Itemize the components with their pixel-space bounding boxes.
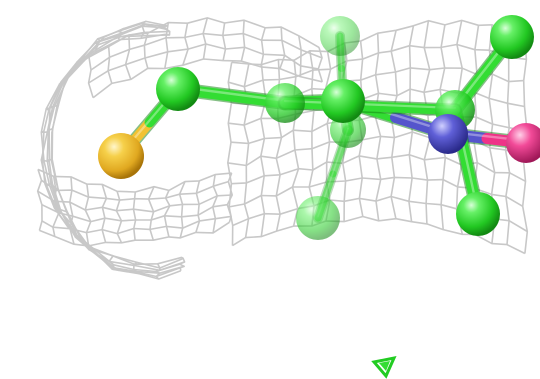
carbon-atom: [320, 16, 360, 56]
mesh-line: [40, 127, 54, 134]
mesh-line: [124, 34, 132, 80]
nitrogen-atom: [428, 114, 468, 154]
mesh-line: [243, 63, 250, 238]
mesh-line: [67, 225, 81, 239]
carbon-atom: [456, 192, 500, 236]
mesh-line: [40, 158, 53, 163]
mesh-line: [240, 20, 246, 62]
mesh-line: [52, 176, 60, 237]
mesh-line: [36, 169, 43, 231]
mesh-line: [133, 261, 140, 275]
mesh-line: [87, 57, 94, 98]
mesh-line: [132, 191, 137, 241]
mesh-line: [45, 103, 60, 111]
bond-highlight: [283, 99, 457, 110]
mesh-line: [195, 180, 201, 233]
mesh-line: [298, 35, 302, 77]
mesh-line: [202, 17, 209, 60]
carbon-atom: [296, 196, 340, 240]
mesh-line: [74, 55, 86, 67]
sulfur-atom: [98, 133, 144, 179]
mesh-line: [222, 22, 227, 61]
mesh-line: [147, 186, 155, 241]
mesh-line: [164, 22, 170, 69]
stray-marker-icon: [371, 355, 397, 379]
mesh-left-shell: [40, 20, 186, 280]
mesh-line: [178, 181, 186, 239]
carbon-atom: [321, 79, 365, 123]
mesh-line: [374, 33, 382, 221]
mesh-line: [84, 184, 92, 247]
mesh-line: [163, 190, 171, 238]
oxygen-atom: [506, 123, 540, 163]
mesh-line: [212, 174, 219, 234]
mesh-line: [115, 191, 123, 244]
carbon-atom: [156, 67, 200, 111]
mesh-line: [58, 74, 69, 85]
mesh-line: [143, 32, 149, 69]
mesh-line: [163, 25, 171, 36]
mesh-line: [182, 23, 189, 66]
mesh-line: [390, 30, 398, 219]
mesh-line: [317, 47, 324, 83]
mesh-line: [101, 184, 108, 243]
mesh-line: [69, 176, 75, 245]
carbon-atom: [490, 15, 534, 59]
mesh-line: [107, 46, 113, 84]
mesh-left-lower: [36, 168, 233, 247]
mesh-top-arch: [87, 17, 324, 99]
mesh-line: [116, 27, 125, 41]
carbon-atom: [265, 83, 305, 123]
atom-spheres: [98, 15, 540, 240]
mesh-line: [85, 244, 98, 255]
mesh-line: [140, 20, 147, 39]
mesh-line: [279, 27, 286, 69]
mesh-line: [178, 256, 186, 271]
mesh-line: [108, 254, 119, 272]
mesh-line: [94, 36, 105, 53]
mesh-line: [260, 27, 266, 68]
mesh-line: [260, 64, 267, 237]
stray-marker-fill: [379, 361, 390, 371]
mesh-line: [155, 263, 161, 280]
